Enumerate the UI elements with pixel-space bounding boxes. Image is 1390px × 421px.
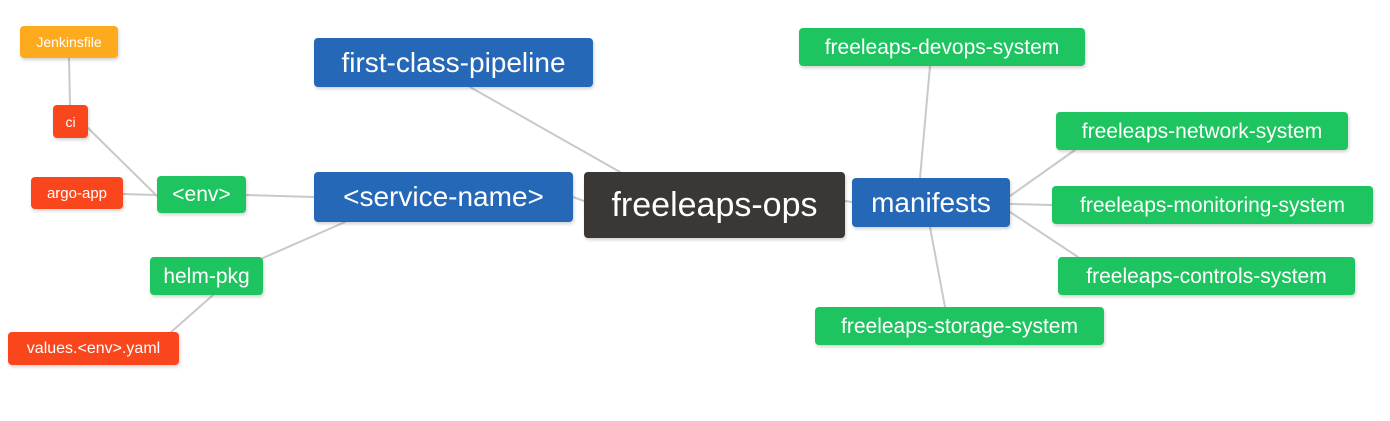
node-label-env: <env> [172, 183, 231, 206]
node-helm-pkg[interactable]: helm-pkg [150, 257, 263, 295]
edge-manifests-to-freeleaps-monitoring-system [1009, 203, 1053, 206]
node-label-helm-pkg: helm-pkg [163, 264, 250, 288]
edge-manifests-to-freeleaps-devops-system [919, 65, 931, 179]
node-freeleaps-controls-system[interactable]: freeleaps-controls-system [1058, 257, 1355, 295]
node-manifests[interactable]: manifests [852, 178, 1010, 227]
edge-jenkinsfile-to-ci [68, 57, 71, 106]
edge-manifests-to-freeleaps-storage-system [929, 226, 946, 308]
node-freeleaps-devops-system[interactable]: freeleaps-devops-system [799, 28, 1085, 66]
node-label-argo-app: argo-app [46, 184, 108, 202]
node-label-ci: ci [65, 113, 76, 130]
node-label-freeleaps-network-system: freeleaps-network-system [1081, 119, 1323, 143]
node-first-class-pipeline[interactable]: first-class-pipeline [314, 38, 593, 87]
node-argo-app[interactable]: argo-app [31, 177, 123, 209]
node-label-freeleaps-storage-system: freeleaps-storage-system [841, 314, 1078, 338]
node-values-env-yaml[interactable]: values.<env>.yaml [8, 332, 179, 365]
edge-values-env-yaml-to-helm-pkg [169, 294, 214, 334]
node-label-manifests: manifests [871, 186, 991, 218]
node-label-freeleaps-ops: freeleaps-ops [611, 186, 818, 224]
node-label-service-name: <service-name> [343, 181, 544, 212]
node-service-name[interactable]: <service-name> [314, 172, 573, 222]
node-label-jenkinsfile: Jenkinsfile [36, 34, 102, 50]
edge-env-to-service-name [245, 194, 315, 198]
edge-freeleaps-ops-to-manifests [844, 200, 853, 203]
node-label-freeleaps-monitoring-system: freeleaps-monitoring-system [1080, 193, 1345, 217]
node-freeleaps-ops[interactable]: freeleaps-ops [584, 172, 845, 238]
edge-helm-pkg-to-service-name [262, 221, 346, 259]
node-label-first-class-pipeline: first-class-pipeline [341, 46, 566, 78]
node-label-freeleaps-devops-system: freeleaps-devops-system [824, 35, 1060, 59]
edge-first-class-pipeline-to-freeleaps-ops [469, 86, 621, 173]
node-ci[interactable]: ci [53, 105, 88, 138]
node-freeleaps-network-system[interactable]: freeleaps-network-system [1056, 112, 1348, 150]
node-freeleaps-monitoring-system[interactable]: freeleaps-monitoring-system [1052, 186, 1373, 224]
node-freeleaps-storage-system[interactable]: freeleaps-storage-system [815, 307, 1104, 345]
node-label-freeleaps-controls-system: freeleaps-controls-system [1086, 264, 1327, 288]
node-label-values-env-yaml: values.<env>.yaml [26, 339, 161, 357]
edge-argo-app-to-env [122, 193, 158, 196]
node-jenkinsfile[interactable]: Jenkinsfile [20, 26, 118, 58]
node-env[interactable]: <env> [157, 176, 246, 213]
edge-service-name-to-freeleaps-ops [572, 196, 585, 202]
